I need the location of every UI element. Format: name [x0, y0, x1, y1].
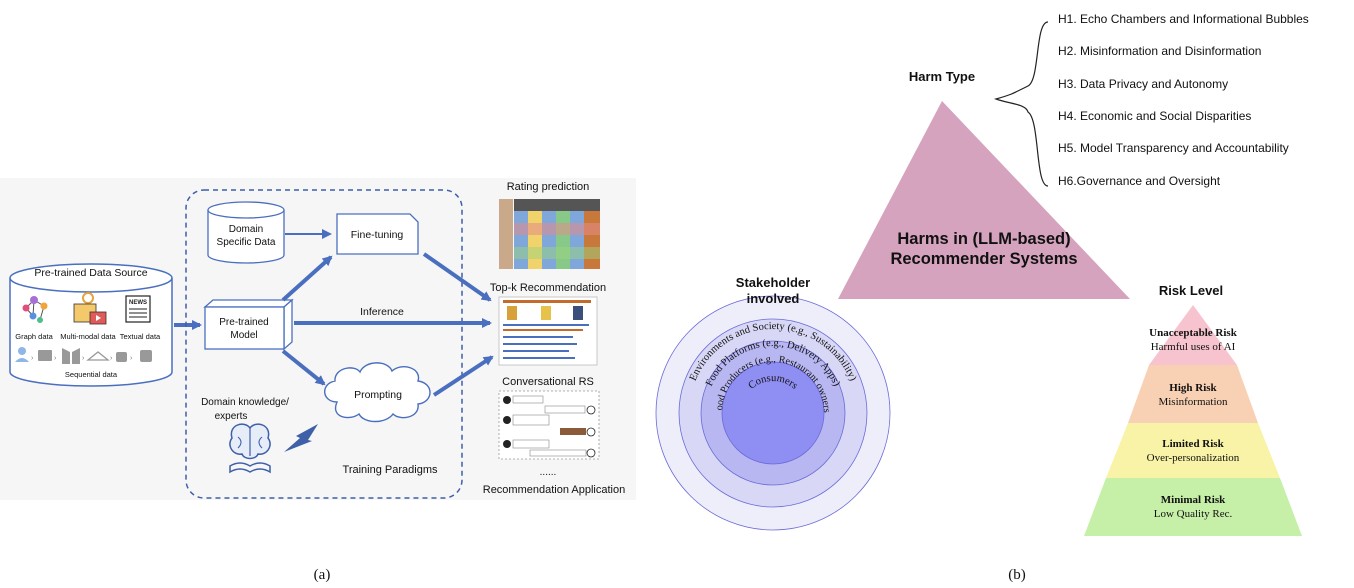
harm-item: H1. Echo Chambers and Informational Bubb… — [1058, 12, 1309, 26]
domain-knowledge-line1: Domain knowledge/ — [201, 397, 289, 408]
risk-level-label: Unacceptable Risk — [1149, 327, 1238, 339]
risk-example-label: Harmful uses of AI — [1151, 341, 1236, 353]
svg-text:NEWS: NEWS — [129, 300, 147, 306]
model-to-finetune-arrow — [281, 255, 333, 302]
conversation-screenshot-image — [498, 390, 600, 460]
domain-knowledge-line2: experts — [215, 411, 248, 422]
risk-band-unacceptable — [1149, 305, 1237, 365]
svg-text:›: › — [82, 355, 85, 362]
rating-matrix-image — [499, 199, 600, 269]
harm-item: H3. Data Privacy and Autonomy — [1058, 77, 1228, 91]
risk-pyramid — [1084, 305, 1302, 536]
graph-icon — [22, 296, 48, 323]
model-to-prompting-arrow — [281, 349, 326, 386]
lightning-bolt-icon — [284, 424, 318, 452]
domain-data-line1: Domain — [229, 224, 263, 235]
caption-a: (a) — [314, 567, 331, 583]
harm-triangle — [838, 101, 1130, 299]
prompting-label: Prompting — [354, 389, 402, 401]
multimodal-data-label: Multi-modal data — [60, 332, 116, 341]
news-icon: NEWS — [125, 295, 151, 323]
svg-text:›: › — [54, 355, 57, 362]
harm-type-title: Harm Type — [909, 69, 975, 84]
domain-data-cylinder: Domain Specific Data — [207, 201, 285, 264]
svg-text:›: › — [31, 355, 34, 362]
harm-item: H4. Economic and Social Disparities — [1058, 109, 1251, 123]
ring-consumers — [721, 361, 825, 465]
harm-list: H1. Echo Chambers and Informational Bubb… — [1058, 12, 1309, 188]
risk-example-label: Over-personalization — [1147, 452, 1240, 464]
fine-tuning-label: Fine-tuning — [351, 229, 404, 241]
pretrained-model-line1: Pre-trained — [219, 317, 268, 328]
sequential-icons: › › › › › — [15, 347, 152, 364]
risk-band-high — [1128, 365, 1258, 423]
prompting-cloud: Prompting — [324, 362, 431, 423]
conversational-label: Conversational RS — [502, 376, 594, 388]
inference-label: Inference — [360, 306, 404, 318]
risk-example-label: Misinformation — [1158, 396, 1228, 408]
topk-screenshot-image — [498, 296, 598, 366]
rating-prediction-label: Rating prediction — [507, 181, 590, 193]
center-title-line1: Harms in (LLM-based) — [897, 230, 1070, 248]
ellipsis-label: ...... — [540, 467, 557, 478]
center-title-line2: Recommender Systems — [890, 250, 1077, 268]
risk-level-label: Limited Risk — [1162, 438, 1224, 450]
topk-label: Top-k Recommendation — [490, 282, 606, 294]
pretrained-model-line2: Model — [230, 330, 257, 341]
graph-data-label: Graph data — [15, 332, 53, 341]
harm-item: H5. Model Transparency and Accountabilit… — [1058, 141, 1289, 155]
svg-text:›: › — [130, 355, 133, 362]
domain-data-line2: Specific Data — [217, 237, 276, 248]
finetune-to-topk-arrow — [422, 252, 492, 302]
training-paradigms-box — [185, 189, 463, 499]
prompting-to-topk-arrow — [432, 355, 494, 397]
harm-item: H6.Governance and Oversight — [1058, 174, 1221, 188]
textual-data-label: Textual data — [120, 332, 161, 341]
harm-brace — [994, 21, 1049, 187]
data-source-cylinder: Pre-trained Data Source Graph data — [9, 263, 173, 387]
svg-text:›: › — [110, 355, 113, 362]
caption-b: (b) — [1008, 567, 1026, 583]
sequential-data-label: Sequential data — [65, 370, 118, 379]
panel-a: Pre-trained Data Source Graph data — [0, 178, 636, 500]
training-paradigms-label: Training Paradigms — [343, 464, 438, 476]
data-source-title: Pre-trained Data Source — [34, 267, 147, 279]
risk-band-limited — [1106, 423, 1280, 478]
harm-item: H2. Misinformation and Disinformation — [1058, 44, 1261, 58]
risk-example-label: Low Quality Rec. — [1154, 508, 1233, 520]
multimodal-icon — [73, 292, 107, 325]
stakeholder-title-line2: involved — [747, 291, 800, 306]
risk-level-label: High Risk — [1169, 382, 1217, 394]
risk-level-label: Minimal Risk — [1161, 494, 1226, 506]
recommendation-application-label: Recommendation Application — [483, 484, 625, 496]
risk-band-minimal — [1084, 478, 1302, 536]
pretrained-model-box: Pre-trained Model — [203, 298, 294, 351]
brain-book-icon — [229, 423, 271, 474]
fine-tuning-box — [336, 213, 419, 255]
stakeholder-title-line1: Stakeholder — [736, 275, 810, 290]
risk-level-title: Risk Level — [1159, 283, 1223, 298]
